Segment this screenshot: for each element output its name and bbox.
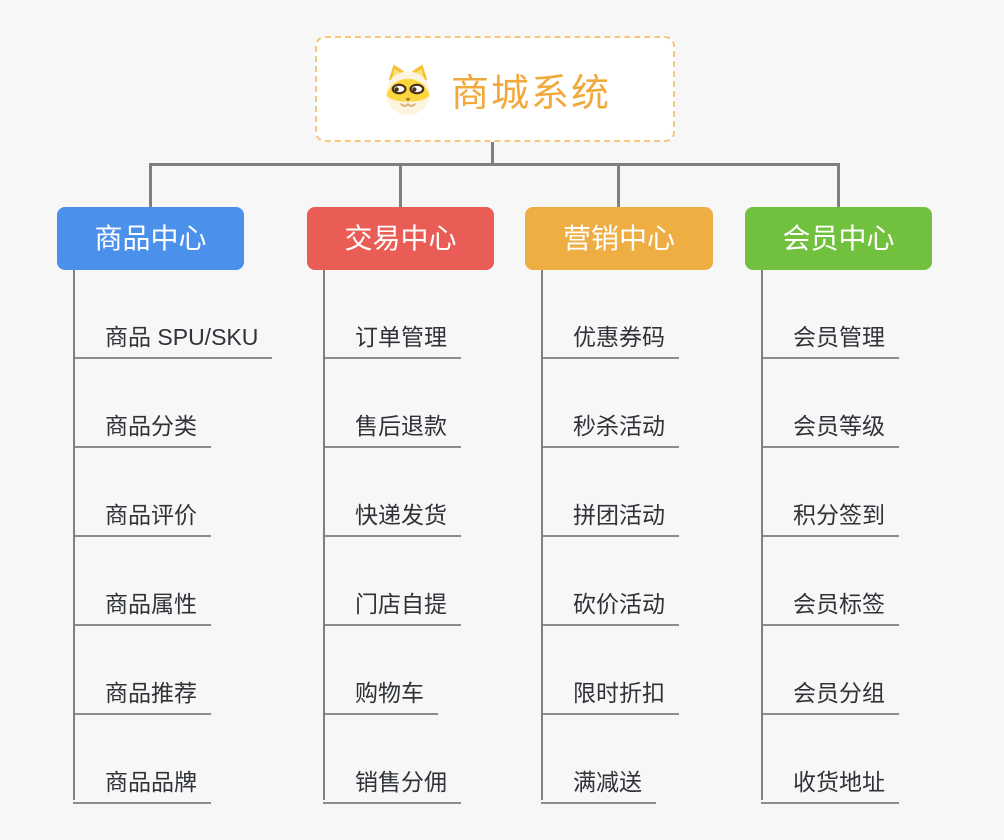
connector-column-trunk bbox=[761, 270, 763, 800]
connector-drop-member bbox=[837, 166, 840, 207]
shiba-dog-icon bbox=[386, 64, 430, 116]
child-node-product-recommend[interactable]: 商品推荐 bbox=[73, 674, 211, 715]
connector-root-trunk bbox=[491, 142, 494, 163]
branch-node-product-center[interactable]: 商品中心 bbox=[57, 207, 244, 270]
child-node-product-spu-sku[interactable]: 商品 SPU/SKU bbox=[73, 318, 273, 359]
child-node-express-delivery[interactable]: 快递发货 bbox=[323, 496, 461, 537]
connector-column-trunk bbox=[541, 270, 543, 800]
child-node-member-management[interactable]: 会员管理 bbox=[761, 318, 899, 359]
branch-column-marketing-center: 优惠券码 秒杀活动 拼团活动 砍价活动 限时折扣 满减送 bbox=[541, 270, 679, 804]
child-node-member-group[interactable]: 会员分组 bbox=[761, 674, 899, 715]
branch-column-product-center: 商品 SPU/SKU 商品分类 商品评价 商品属性 商品推荐 商品品牌 bbox=[73, 270, 273, 804]
child-node-product-review[interactable]: 商品评价 bbox=[73, 496, 211, 537]
child-node-limited-time-discount[interactable]: 限时折扣 bbox=[541, 674, 679, 715]
connector-horizontal-bus bbox=[149, 163, 840, 166]
child-node-full-reduction[interactable]: 满减送 bbox=[541, 763, 656, 804]
connector-drop-product bbox=[149, 166, 152, 207]
child-node-shipping-address[interactable]: 收货地址 bbox=[761, 763, 899, 804]
child-node-member-level[interactable]: 会员等级 bbox=[761, 407, 899, 448]
connector-column-trunk bbox=[323, 270, 325, 800]
branch-node-marketing-center[interactable]: 营销中心 bbox=[525, 207, 713, 270]
branch-node-trade-center[interactable]: 交易中心 bbox=[307, 207, 494, 270]
connector-column-trunk bbox=[73, 270, 75, 800]
child-node-shopping-cart[interactable]: 购物车 bbox=[323, 674, 438, 715]
child-node-after-sale-refund[interactable]: 售后退款 bbox=[323, 407, 461, 448]
child-node-points-checkin[interactable]: 积分签到 bbox=[761, 496, 899, 537]
branch-column-member-center: 会员管理 会员等级 积分签到 会员标签 会员分组 收货地址 bbox=[761, 270, 899, 804]
child-node-product-category[interactable]: 商品分类 bbox=[73, 407, 211, 448]
connector-drop-marketing bbox=[617, 166, 620, 207]
child-node-product-brand[interactable]: 商品品牌 bbox=[73, 763, 211, 804]
child-node-store-pickup[interactable]: 门店自提 bbox=[323, 585, 461, 626]
root-node-mall-system[interactable]: 商城系统 bbox=[315, 36, 675, 142]
child-node-order-management[interactable]: 订单管理 bbox=[323, 318, 461, 359]
branch-node-member-center[interactable]: 会员中心 bbox=[745, 207, 932, 270]
connector-drop-trade bbox=[399, 166, 402, 207]
child-node-group-buy[interactable]: 拼团活动 bbox=[541, 496, 679, 537]
child-node-member-tag[interactable]: 会员标签 bbox=[761, 585, 899, 626]
child-node-coupon-code[interactable]: 优惠券码 bbox=[541, 318, 679, 359]
child-node-flash-sale[interactable]: 秒杀活动 bbox=[541, 407, 679, 448]
child-node-sales-commission[interactable]: 销售分佣 bbox=[323, 763, 461, 804]
root-node-label: 商城系统 bbox=[450, 72, 611, 115]
branch-column-trade-center: 订单管理 售后退款 快递发货 门店自提 购物车 销售分佣 bbox=[323, 270, 461, 804]
child-node-bargain-activity[interactable]: 砍价活动 bbox=[541, 585, 679, 626]
child-node-product-attribute[interactable]: 商品属性 bbox=[73, 585, 211, 626]
